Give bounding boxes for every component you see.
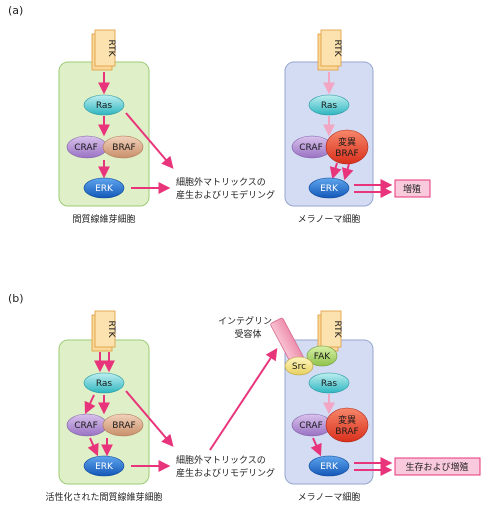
fibroblast-caption: 活性化された間質線維芽細胞 [45, 491, 162, 503]
mutant-braf-label-line2: BRAF [335, 149, 358, 159]
mutant-braf-label-line2: BRAF [335, 427, 358, 437]
integrin-label-line2: 受容体 [234, 328, 261, 340]
erk-node [308, 177, 350, 199]
ras-node [308, 372, 350, 394]
erk-node [83, 455, 125, 477]
ras-node [308, 94, 350, 116]
matrix-text-line2: 産生およびリモデリング [176, 467, 275, 479]
mutant-braf-node [325, 129, 369, 165]
craf-label: CRAF [74, 421, 98, 431]
fibroblast-caption: 間質線維芽細胞 [72, 213, 135, 225]
craf-label: CRAF [299, 421, 323, 431]
erk-label: ERK [320, 462, 339, 472]
src-label: Src [292, 362, 306, 372]
ras-label: Ras [321, 379, 338, 389]
rtk-receptor: RTK [91, 29, 116, 71]
mutant-braf-node [325, 407, 369, 443]
ras-label: Ras [96, 379, 113, 389]
craf-label: CRAF [74, 143, 98, 153]
rtk-receptor: RTK [317, 310, 342, 352]
matrix-text-line1: 細胞外マトリックスの [176, 176, 266, 188]
melanoma-caption: メラノーマ細胞 [298, 491, 361, 503]
erk-node [83, 177, 125, 199]
rtk-label: RTK [332, 321, 342, 339]
outcome-label: 増殖 [403, 183, 421, 195]
outcome-label: 生存および増殖 [405, 461, 468, 473]
matrix-text-line1: 細胞外マトリックスの [176, 454, 266, 466]
erk-label: ERK [95, 462, 114, 472]
matrix-text-line2: 産生およびリモデリング [176, 189, 275, 201]
craf-label: CRAF [299, 143, 323, 153]
ras-node [83, 372, 125, 394]
outcome-box [394, 457, 481, 476]
mutant-braf-label-line1: 変異 [338, 136, 356, 148]
src-node [284, 356, 314, 376]
braf-node [102, 135, 144, 159]
fak-node [306, 345, 338, 367]
ras-label: Ras [321, 101, 338, 111]
erk-label: ERK [320, 184, 339, 194]
braf-label: BRAF [112, 421, 135, 431]
ras-label: Ras [96, 101, 113, 111]
ras-node [83, 94, 125, 116]
erk-label: ERK [95, 184, 114, 194]
panel-b-label: (b) [8, 292, 24, 305]
panel-a-label: (a) [8, 4, 23, 17]
braf-node [102, 413, 144, 437]
rtk-label: RTK [332, 40, 342, 58]
braf-label: BRAF [112, 143, 135, 153]
rtk-label: RTK [106, 321, 116, 339]
fak-label: FAK [314, 352, 332, 362]
melanoma-caption: メラノーマ細胞 [298, 213, 361, 225]
rtk-label: RTK [106, 40, 116, 58]
mutant-braf-label-line1: 変異 [338, 414, 356, 426]
outcome-box [394, 179, 431, 198]
rtk-receptor: RTK [317, 29, 342, 71]
integrin-label-line1: インテグリン [218, 315, 272, 327]
rtk-receptor: RTK [91, 310, 116, 352]
erk-node [308, 455, 350, 477]
